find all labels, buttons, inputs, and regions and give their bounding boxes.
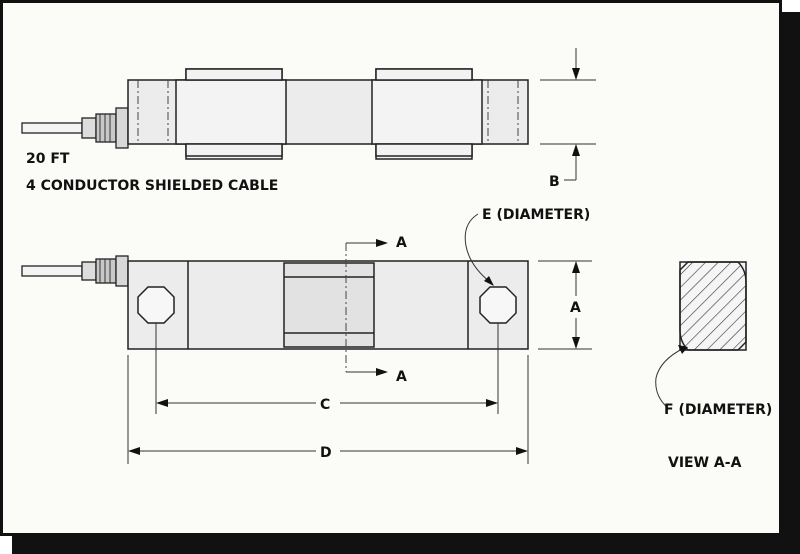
dim-b-label: B xyxy=(549,174,560,190)
top-cable xyxy=(21,107,129,149)
mounting-hole-left xyxy=(137,286,175,324)
dim-e-leader xyxy=(464,213,494,286)
dim-f-label: F (DIAMETER) xyxy=(664,402,772,418)
dim-d-label: D xyxy=(320,445,332,461)
section-hatch xyxy=(679,261,747,351)
view-a-a-label: VIEW A-A xyxy=(668,455,742,471)
bottom-view xyxy=(21,255,529,350)
dim-f-leader xyxy=(655,345,688,409)
dim-b xyxy=(540,48,596,181)
bottom-cable xyxy=(21,255,129,287)
dim-c xyxy=(155,323,499,414)
dim-a-height xyxy=(538,260,592,350)
top-view xyxy=(21,68,529,160)
dim-a-side-label: A xyxy=(570,300,581,316)
section-a-bottom-label: A xyxy=(396,369,407,385)
dim-e-label: E (DIAMETER) xyxy=(482,207,590,223)
section-line-a-a xyxy=(345,239,388,376)
cable-desc-label: 4 CONDUCTOR SHIELDED CABLE xyxy=(26,178,278,194)
mounting-hole-right xyxy=(479,286,517,324)
dim-c-label: C xyxy=(320,397,330,413)
section-view-a-a xyxy=(679,261,747,351)
section-a-top-label: A xyxy=(396,235,407,251)
shear-web xyxy=(283,262,375,348)
dim-d xyxy=(127,355,529,464)
cable-length-label: 20 FT xyxy=(26,151,70,167)
